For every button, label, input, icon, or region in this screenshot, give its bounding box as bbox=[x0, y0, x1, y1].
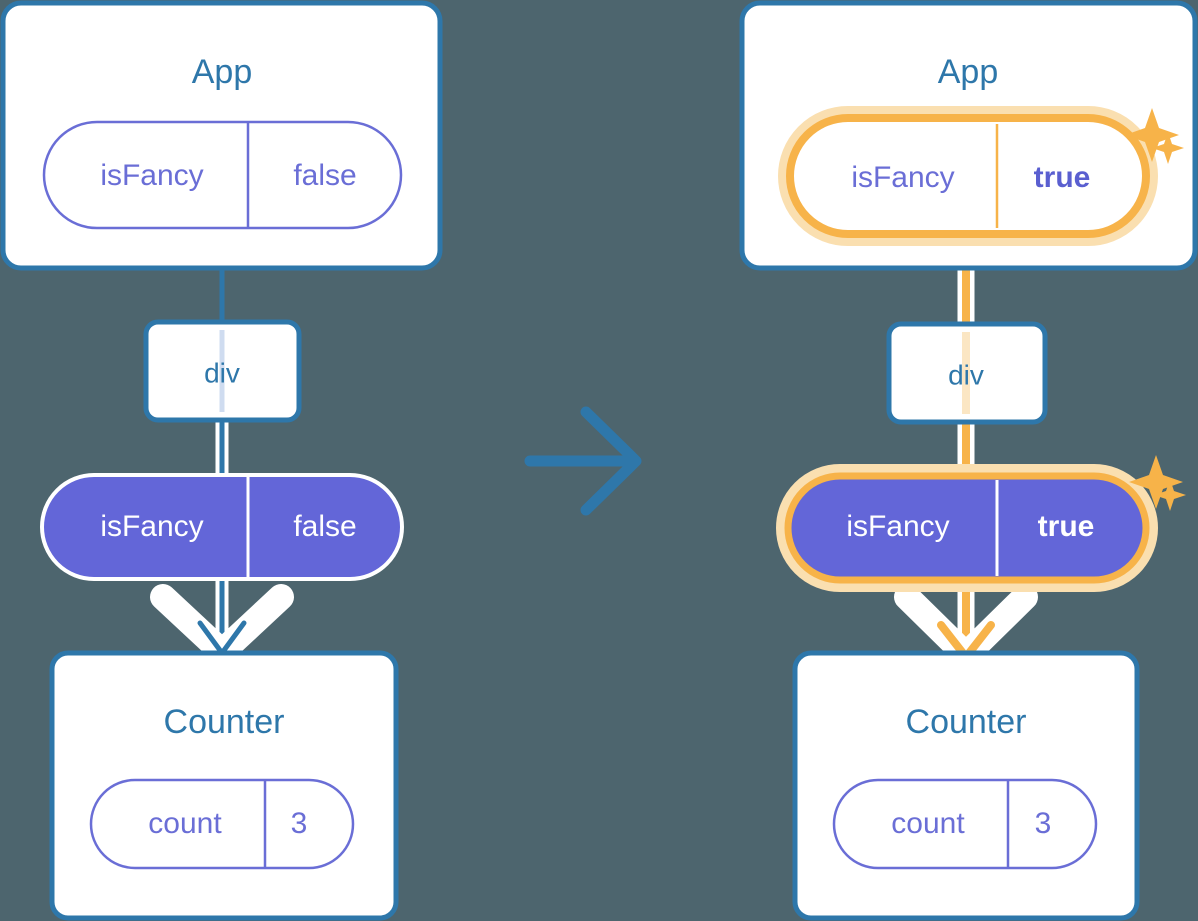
app-state-value-after: true bbox=[1034, 161, 1091, 194]
prop-pill-after: isFancy true bbox=[776, 464, 1158, 592]
counter-card-title-before: Counter bbox=[164, 703, 285, 741]
app-state-key-after: isFancy bbox=[851, 161, 954, 194]
app-card-title-after: App bbox=[938, 53, 999, 91]
prop-pill-key-before: isFancy bbox=[100, 510, 203, 543]
counter-card-title-after: Counter bbox=[906, 703, 1027, 741]
prop-pill-value-before: false bbox=[293, 510, 356, 543]
div-node-before: div bbox=[143, 319, 302, 423]
app-state-pill-shape-after bbox=[786, 114, 1150, 238]
app-state-pill-shape-before bbox=[42, 120, 403, 230]
counter-state-pill-after: count 3 bbox=[832, 778, 1098, 870]
counter-state-value-before: 3 bbox=[291, 807, 308, 840]
counter-state-key-before: count bbox=[148, 807, 222, 840]
div-node-label-after: div bbox=[948, 359, 984, 390]
app-state-pill-before: isFancy false bbox=[42, 120, 403, 230]
arrow-right-icon bbox=[524, 406, 642, 516]
prop-pill-key-after: isFancy bbox=[846, 510, 949, 543]
prop-pill-shape-before bbox=[40, 473, 404, 581]
app-state-value-before: false bbox=[293, 159, 356, 192]
sparkle-icon-app-large bbox=[1125, 108, 1179, 162]
div-node-label-before: div bbox=[204, 357, 240, 388]
counter-state-value-after: 3 bbox=[1035, 807, 1052, 840]
sparkle-icon-prop-small bbox=[1154, 479, 1186, 511]
counter-state-pill-before: count 3 bbox=[89, 778, 355, 870]
sparkle-icon-prop-large bbox=[1129, 455, 1183, 509]
app-state-key-before: isFancy bbox=[100, 159, 203, 192]
prop-pill-shape-after bbox=[784, 472, 1150, 584]
app-card-title-before: App bbox=[192, 53, 253, 91]
counter-state-key-after: count bbox=[891, 807, 965, 840]
sparkle-icon-app-small bbox=[1152, 132, 1184, 164]
prop-pill-before: isFancy false bbox=[40, 473, 404, 581]
prop-pill-glow-after bbox=[776, 464, 1158, 592]
prop-pill-value-after: true bbox=[1038, 510, 1095, 543]
counter-state-pill-shape-before bbox=[89, 778, 355, 870]
app-state-pill-after: isFancy true bbox=[778, 106, 1158, 246]
counter-state-pill-shape-after bbox=[832, 778, 1098, 870]
div-node-after: div bbox=[886, 321, 1048, 425]
